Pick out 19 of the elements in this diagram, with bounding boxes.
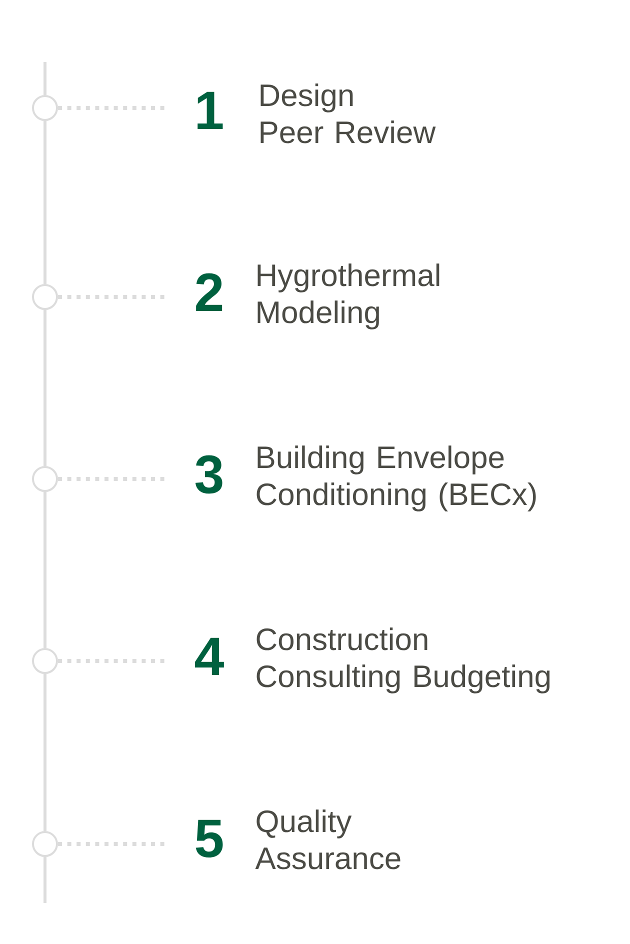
timeline-line [44,310,46,466]
step-title: Building Envelope Conditioning (BECx) [256,446,536,512]
timeline-line [44,492,46,648]
step-title: Hygrothermal Modeling [258,264,440,330]
step-number: 2 [196,273,222,311]
step-number: 5 [196,820,223,858]
timeline-circle [32,831,58,857]
timeline-circle [32,284,58,310]
timeline-circle [32,466,58,492]
timeline-circle [32,95,58,121]
step-number: 4 [195,638,224,675]
step-title: Quality Assurance [255,810,400,870]
step-title: Construction Consulting Budgeting [256,628,550,694]
step-number: 1 [198,92,223,129]
timeline-line [44,674,46,831]
step-title: Design Peer Review [260,84,436,144]
timeline-line [44,121,46,284]
step-number: 3 [195,455,222,494]
timeline-circle [32,648,58,674]
